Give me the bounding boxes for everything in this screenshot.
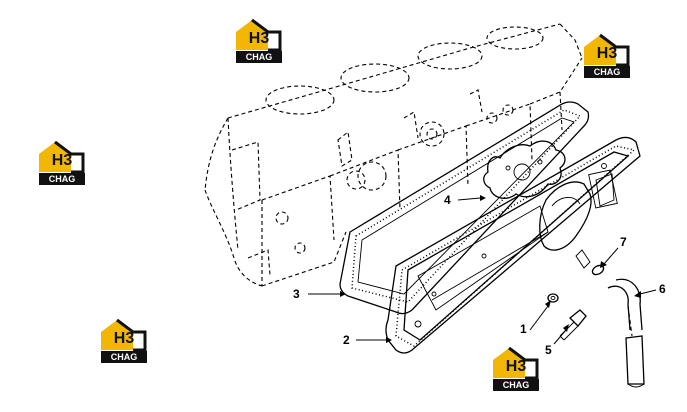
- callout-1: 1: [520, 322, 527, 336]
- watermark-name: CHAG: [502, 380, 530, 390]
- engine-block-outline: [204, 23, 583, 287]
- watermark-house-icon: [236, 18, 282, 63]
- clamp-ring: [591, 264, 605, 276]
- watermark-letters: H3: [51, 152, 73, 169]
- valve-cover: [385, 136, 641, 354]
- watermark-house-icon: [101, 318, 147, 363]
- callout-7: 7: [620, 235, 627, 249]
- watermark-letters: H3: [113, 330, 135, 347]
- watermark-logo: H3 CHAG: [35, 140, 89, 186]
- watermark-house-icon: [493, 346, 539, 391]
- watermark-name: CHAG: [245, 52, 273, 62]
- bolt: [559, 309, 587, 341]
- breather-hose: [607, 278, 645, 388]
- callout-4: 4: [444, 193, 451, 207]
- watermark-house-icon: [39, 140, 85, 185]
- leader-lines: [308, 195, 657, 345]
- grommet-washer: [547, 293, 559, 303]
- watermark-logo: H3 CHAG: [580, 33, 634, 79]
- watermark-logo: H3 CHAG: [489, 346, 543, 392]
- watermark-name: CHAG: [110, 352, 138, 362]
- callout-6: 6: [659, 282, 666, 296]
- watermark-house-icon: [584, 33, 630, 78]
- watermark-letters: H3: [248, 30, 270, 47]
- breather-baffle-plate: [483, 140, 566, 199]
- valve-cover-gasket: [339, 101, 590, 315]
- watermark-letters: H3: [505, 358, 527, 375]
- watermark-logo: H3 CHAG: [232, 18, 286, 64]
- watermark-name: CHAG: [48, 174, 76, 184]
- callout-2: 2: [343, 333, 350, 347]
- watermark-name: CHAG: [593, 67, 621, 77]
- watermark-letters: H3: [596, 45, 618, 62]
- callout-5: 5: [545, 343, 552, 357]
- callout-3: 3: [293, 287, 300, 301]
- watermark-logo: H3 CHAG: [97, 318, 151, 364]
